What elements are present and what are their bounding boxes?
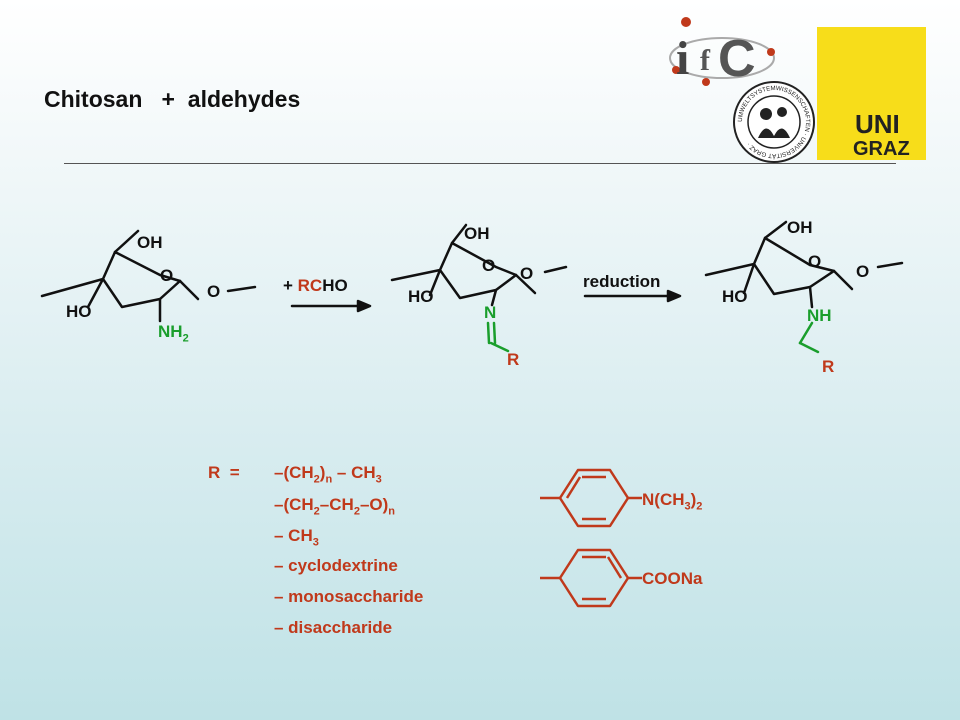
mol2-r: R	[507, 350, 520, 369]
dimethylamino-label: N(CH3)2	[642, 490, 703, 513]
r-group-cyclodextrine: – cyclodextrine	[274, 556, 398, 575]
mol1-ring-o: O	[160, 266, 174, 285]
carboxylate-label: COONa	[642, 569, 703, 588]
ifc-letter-c: C	[718, 30, 756, 88]
uni-line1: UNI	[855, 109, 900, 139]
mol1-oh: OH	[137, 233, 163, 252]
mol1-nh2: NH2	[158, 322, 189, 345]
r-group-alkyl: –(CH2)n – CH3	[274, 463, 382, 486]
mol2-ring-o: O	[482, 256, 496, 275]
r-group-monosaccharide: – monosaccharide	[274, 587, 424, 606]
ifc-letter-i: i	[676, 32, 689, 85]
mol2-link-o: O	[520, 264, 534, 283]
ifc-logo: i f C	[669, 17, 775, 88]
mol1-link-o: O	[207, 282, 221, 301]
mol2-n: N	[484, 303, 497, 322]
chitosan-molecule	[40, 229, 257, 323]
aromatic-r-groups	[540, 468, 642, 608]
reduced-molecule	[704, 220, 904, 309]
reaction-scheme	[40, 220, 904, 354]
mol3-r: R	[822, 357, 835, 376]
mol3-ho: HO	[722, 287, 748, 306]
university-seal: UMWELTSYSTEMWISSENSCHAFTEN · UNIVERSITÄT…	[733, 81, 815, 163]
mol3-nh: NH	[807, 306, 832, 325]
reagent-label: + RCHO	[283, 276, 348, 295]
ifc-letter-f: f	[700, 44, 711, 77]
mol3-oh: OH	[787, 218, 813, 237]
title-divider	[64, 163, 896, 164]
uni-graz-logo: UNI GRAZ	[817, 27, 926, 160]
imine-molecule	[390, 223, 568, 307]
uni-line2: GRAZ	[853, 138, 910, 160]
mol3-ring-o: O	[808, 252, 822, 271]
r-group-disaccharide: – disaccharide	[274, 618, 393, 637]
mol2-ho: HO	[408, 287, 434, 306]
mol3-link-o: O	[856, 262, 870, 281]
mol1-ho: HO	[66, 302, 92, 321]
benzene-ring-1	[558, 468, 630, 528]
reduction-label: reduction	[583, 272, 661, 291]
benzene-ring-2	[558, 548, 630, 608]
r-equals-label: R =	[208, 463, 240, 482]
r-group-methyl: – CH3	[274, 526, 319, 549]
r-group-peg: –(CH2–CH2–O)n	[274, 495, 396, 518]
mol2-oh: OH	[464, 224, 490, 243]
slide-title: Chitosan + aldehydes	[44, 86, 301, 112]
